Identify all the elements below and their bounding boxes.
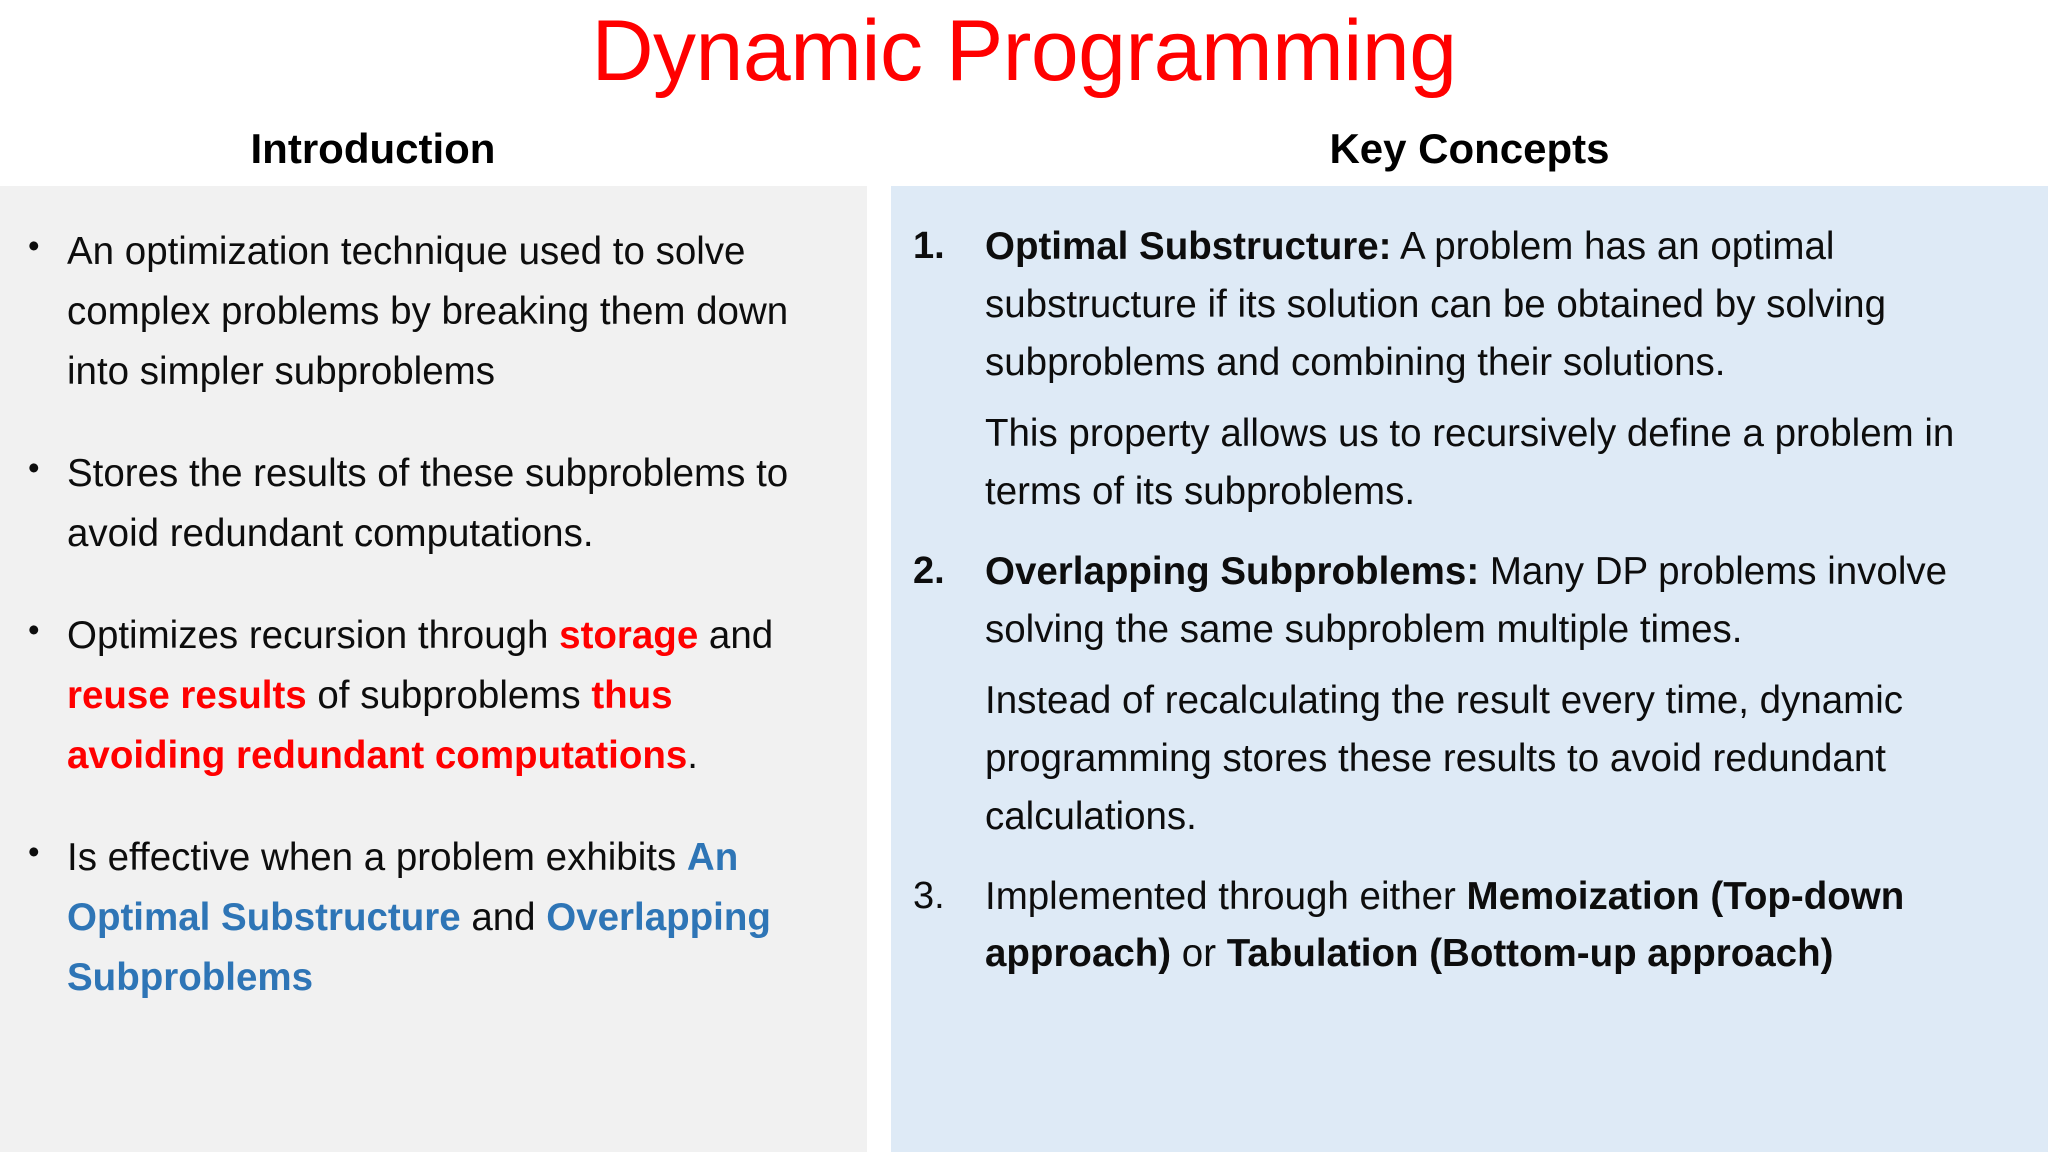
key-concept-subparagraph-1: This property allows us to recursively d… xyxy=(985,412,1955,513)
list-number: 1. xyxy=(913,225,945,267)
text-run-bold: Optimal Substructure: xyxy=(985,225,1392,268)
key-concept-item-3: 3. Implemented through either Memoization… xyxy=(899,868,2030,984)
list-number: 2. xyxy=(913,549,945,592)
key-concepts-panel: 1. Optimal Substructure: A problem has an… xyxy=(891,186,2048,1152)
text-run-normal: Implemented through either xyxy=(985,874,1467,918)
text-run-normal: Is effective when a problem exhibits xyxy=(67,836,687,880)
text-run-blue: An Optimal Substructure xyxy=(67,836,739,940)
text-run-normal: or xyxy=(1171,932,1227,976)
introduction-bullet-1: An optimization technique used to solve … xyxy=(14,220,841,402)
introduction-bullet-list: An optimization technique used to solve … xyxy=(14,220,841,1009)
text-run-normal: and xyxy=(460,896,547,940)
text-run-normal: Stores the results of these subproblems … xyxy=(67,452,789,556)
text-run-red: thus avoiding redundant computations xyxy=(67,674,688,778)
key-concept-subparagraph-2: Instead of recalculating the result ever… xyxy=(985,679,1904,838)
left-column-heading: Introduction xyxy=(250,125,496,172)
text-run-bold: Memoization (Top-down approach) xyxy=(985,874,1905,976)
key-concept-text: Optimal Substructure: A problem has an o… xyxy=(985,225,1886,384)
text-run-normal: A problem has an optimal substructure if… xyxy=(985,225,1886,384)
introduction-panel: An optimization technique used to solve … xyxy=(0,186,867,1152)
text-run-normal: Many DP problems involve solving the sam… xyxy=(985,549,1948,651)
introduction-bullet-2: Stores the results of these subproblems … xyxy=(14,442,841,564)
slide-title: Dynamic Programming xyxy=(591,3,1457,99)
key-concept-text: Implemented through either Memoization (… xyxy=(985,875,1904,976)
key-concept-text: Overlapping Subproblems: Many DP problem… xyxy=(985,550,1947,651)
right-column-heading: Key Concepts xyxy=(1329,125,1610,172)
text-run-normal: Optimizes recursion through xyxy=(67,614,560,658)
text-run-bold: Overlapping Subproblems: xyxy=(985,549,1480,593)
introduction-bullet-3: Optimizes recursion through storage and … xyxy=(14,604,841,786)
text-run-bold: Tabulation (Bottom-up approach) xyxy=(1226,932,1834,976)
text-run-normal: . xyxy=(687,734,698,778)
key-concept-item-2: 2. Overlapping Subproblems: Many DP probl… xyxy=(899,543,2030,846)
text-run-normal: of subproblems xyxy=(306,674,592,718)
key-concepts-numbered-list: 1. Optimal Substructure: A problem has an… xyxy=(899,218,2030,983)
text-run-normal: and xyxy=(698,614,774,658)
key-concept-item-1: 1. Optimal Substructure: A problem has an… xyxy=(899,218,2030,521)
introduction-bullet-4: Is effective when a problem exhibits An … xyxy=(14,826,841,1008)
text-run-red: storage xyxy=(559,614,699,658)
list-number: 3. xyxy=(913,874,945,917)
text-run-blue: Overlapping Subproblems xyxy=(67,896,771,1000)
text-run-red: reuse results xyxy=(67,674,307,718)
text-run-normal: An optimization technique used to solve … xyxy=(67,230,789,394)
